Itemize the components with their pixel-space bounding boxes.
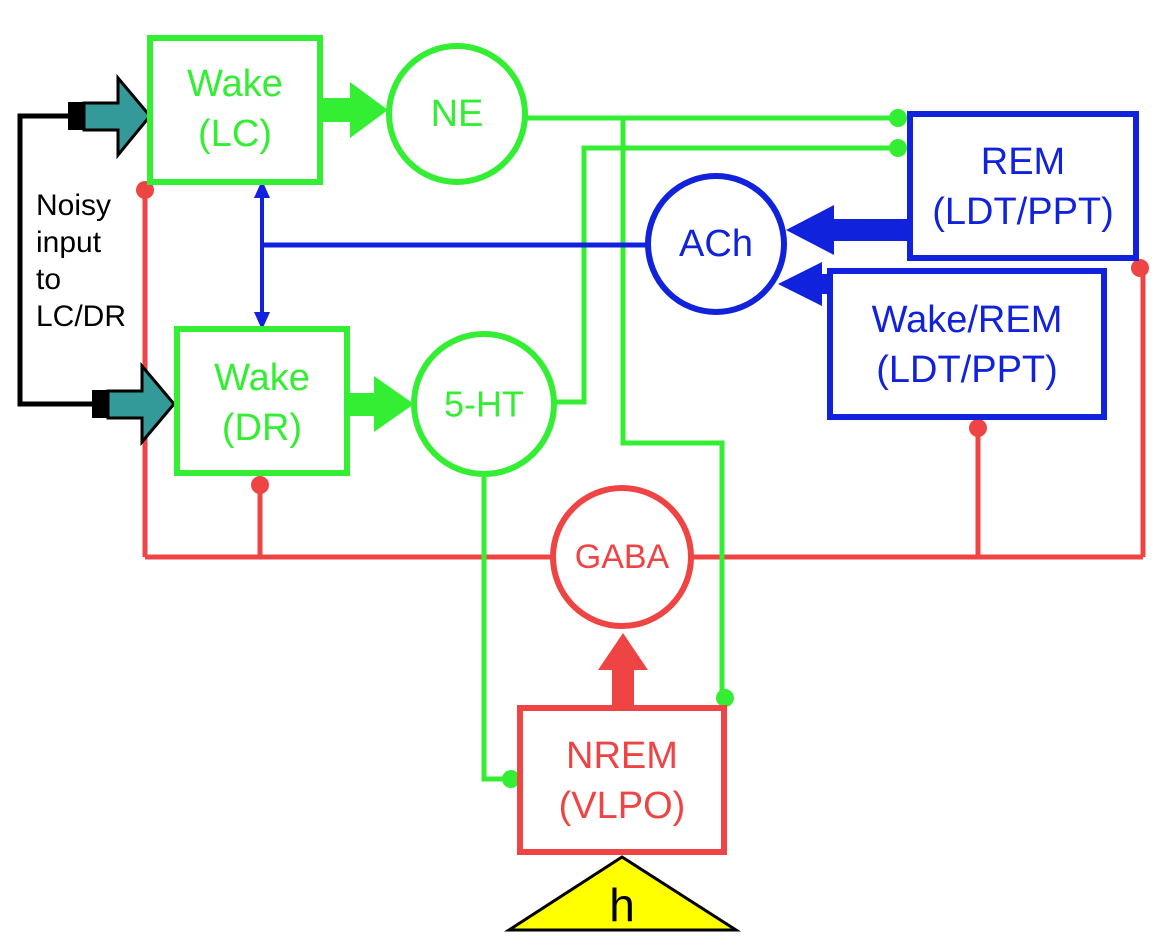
circadian-drive-label: h [609,879,635,931]
ne-inhibit-dot-nrem [716,689,734,707]
noisy-input-line-1: Noisy [36,189,111,222]
input-arrow-dr [92,361,176,447]
wake-lc-subtitle: (LC) [198,113,272,155]
lc-dr-coupling-arrow [254,180,270,330]
nrem-title: NREM [566,735,678,777]
5ht-node [411,331,557,477]
gaba-node [550,485,694,629]
5ht-to-rem-wire [553,145,898,405]
rem-box [907,111,1139,261]
wake-rem-title: Wake/REM [872,299,1063,341]
wake-dr-to-5ht-arrow [346,376,414,432]
5ht-label: 5-HT [444,384,524,425]
arrowhead-down [254,312,270,330]
wake-dr-title: Wake [214,357,310,399]
5ht-inhibit-dot-rem [889,139,907,157]
rem-title: REM [981,141,1065,183]
ne-inhibit-dot-rem [889,109,907,127]
ne-label: NE [431,93,484,135]
wake-lc-title: Wake [187,63,283,105]
noisy-input-line-2: input [36,226,102,259]
nrem-to-gaba-arrow [598,633,648,708]
gaba-inhibit-dot-rem [1131,259,1149,277]
arrowhead-up [254,180,270,198]
wake-dr-box [174,326,350,476]
gaba-inhibit-dot-wake-dr [251,476,269,494]
gaba-label: GABA [575,538,670,576]
rem-to-ach-arrow [786,205,910,255]
5ht-inhibit-dot-nrem [502,770,520,788]
input-arrow-lc [68,73,152,160]
gaba-inhibit-dot-wake-lc [136,181,154,199]
ne-to-nrem-wire [620,118,725,698]
noisy-input-label: Noisy input to LC/DR [36,189,126,333]
ach-label: ACh [679,223,753,265]
wake-lc-box [147,35,323,185]
noisy-input-line-4: LC/DR [36,300,126,333]
wake-rem-to-ach-arrow [778,262,830,306]
ne-node [386,43,528,185]
noisy-input-wire [17,113,98,407]
gaba-inhibit-dot-wake-rem [969,419,987,437]
noisy-input-line-3: to [36,263,61,296]
wake-rem-box [827,268,1107,420]
rem-subtitle: (LDT/PPT) [932,191,1114,233]
circadian-drive-triangle [503,855,742,932]
wake-lc-to-ne-arrow [322,82,388,138]
wake-rem-subtitle: (LDT/PPT) [876,349,1058,391]
nrem-subtitle: (VLPO) [559,785,686,827]
5ht-to-nrem-wire [481,477,511,782]
nrem-box [517,705,727,855]
ach-node [645,173,787,315]
wake-dr-subtitle: (DR) [222,407,302,449]
